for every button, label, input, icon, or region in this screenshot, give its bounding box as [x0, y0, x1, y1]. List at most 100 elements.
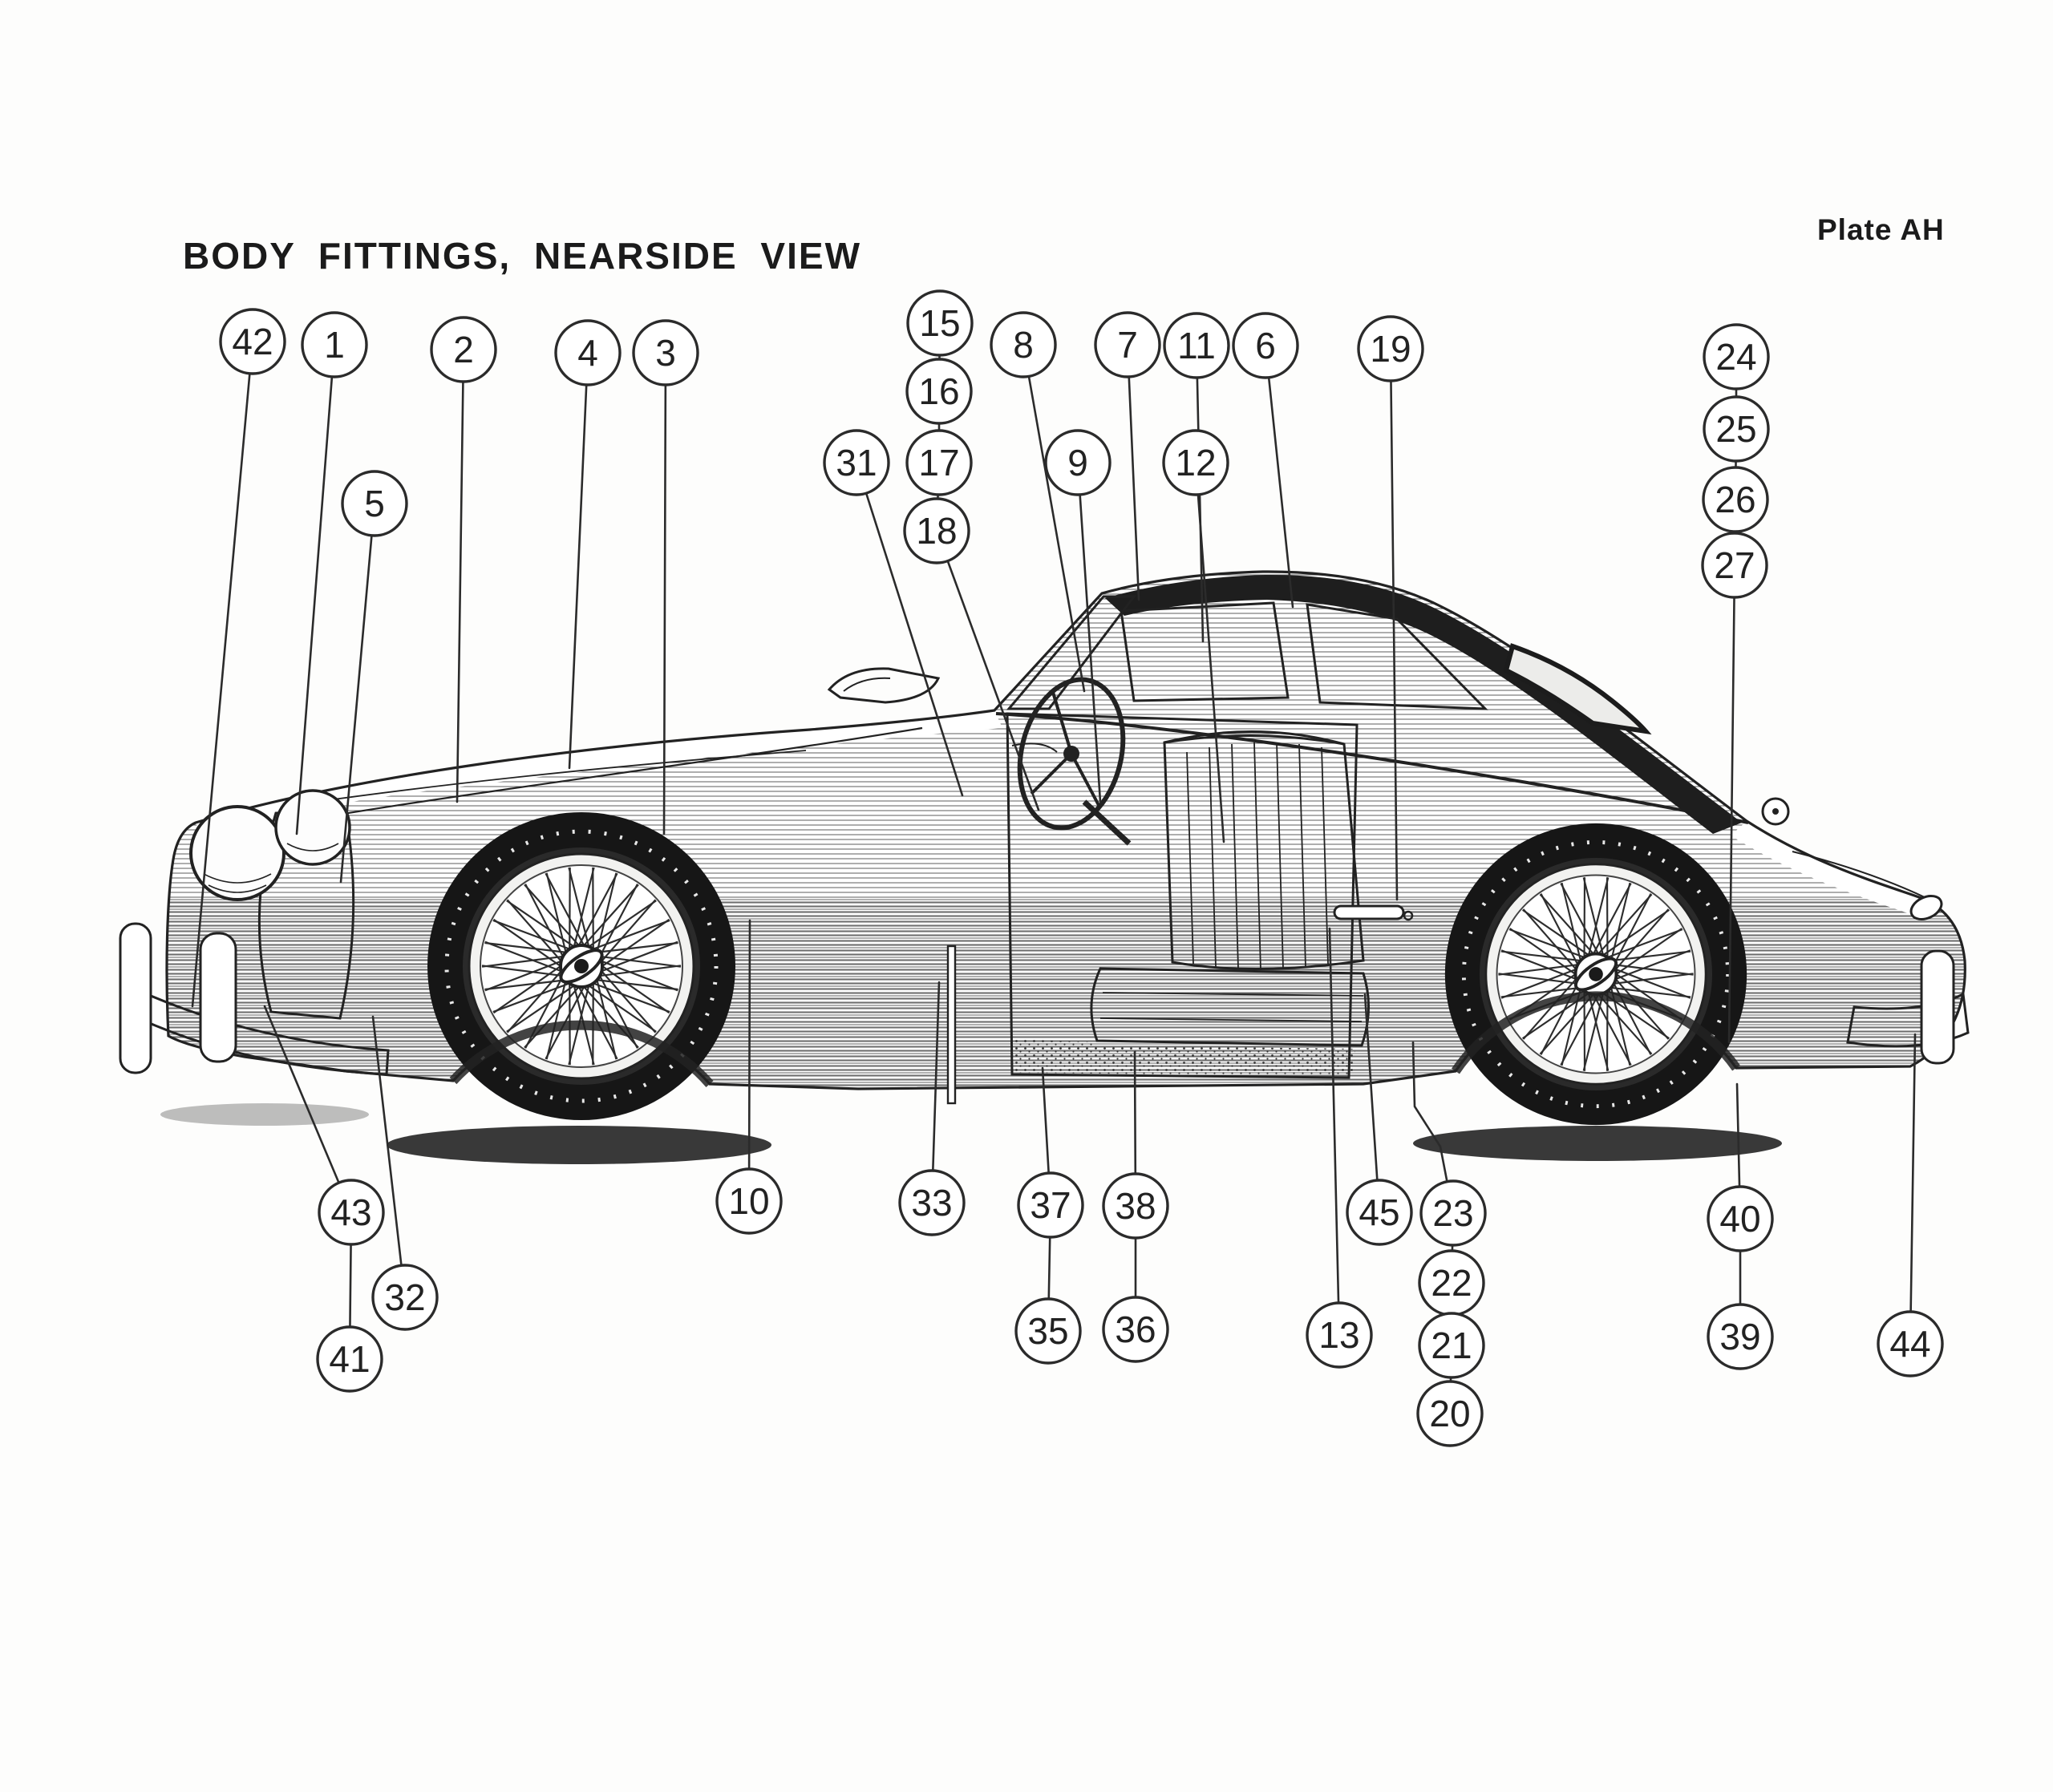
leader-line-31: [855, 461, 964, 797]
callout-number: 1: [324, 324, 345, 366]
front-wheel: [427, 812, 735, 1120]
door-keyhole: [1403, 910, 1414, 921]
callout-42: 42: [219, 308, 286, 375]
callout-39: 39: [1707, 1303, 1774, 1370]
door-window: [1120, 601, 1290, 702]
rear-arch-lip: [1452, 991, 1740, 1074]
quarter-window: [1306, 603, 1488, 710]
leader-line-4: [568, 351, 589, 770]
rear-wheel-shadow: [1413, 1126, 1782, 1161]
callout-41: 41: [316, 1325, 383, 1393]
callout-number: 2: [453, 329, 474, 370]
leader-line-32: [371, 1015, 407, 1299]
tail-lamp: [1909, 894, 1943, 921]
callout-number: 8: [1013, 324, 1034, 366]
plate-label: Plate AH: [1817, 213, 1945, 246]
callout-22: 22: [1418, 1249, 1485, 1317]
leader-lines: [191, 322, 1917, 1415]
callout-number: 33: [911, 1182, 952, 1224]
leader-line-7: [1126, 343, 1140, 601]
leader-line-6: [1264, 344, 1294, 609]
callout-number: 21: [1431, 1325, 1472, 1366]
callout-23: 23: [1419, 1179, 1487, 1247]
callout-number: 25: [1715, 408, 1756, 450]
callout-number: 44: [1889, 1323, 1930, 1365]
dash-edge: [1011, 742, 1058, 753]
callout-number: 32: [384, 1276, 425, 1318]
callout-number: 35: [1027, 1310, 1068, 1352]
callout-19: 19: [1357, 315, 1424, 382]
callout-5: 5: [341, 470, 408, 537]
callout-number: 6: [1255, 325, 1276, 366]
callout-36: 36: [1102, 1296, 1169, 1363]
leader-line-23: [1411, 1041, 1455, 1215]
callout-number: 7: [1117, 324, 1138, 366]
leader-line-9: [1076, 461, 1102, 803]
leader-line-27: [1727, 564, 1736, 1044]
callout-18: 18: [903, 497, 970, 564]
leader-line-2: [456, 348, 465, 803]
interior-cutaway: [1006, 677, 1370, 1079]
body-trim-strip: [946, 945, 957, 1105]
callout-number: 27: [1714, 544, 1755, 586]
callout-number: 10: [728, 1180, 769, 1222]
front-bumper-shadow: [160, 1103, 369, 1126]
callout-number: 39: [1719, 1316, 1760, 1357]
callout-8: 8: [990, 311, 1057, 378]
callout-number: 12: [1175, 442, 1216, 483]
callout-number: 9: [1067, 442, 1088, 483]
front-overrider: [199, 932, 237, 1063]
rear-bumper: [1846, 992, 1970, 1048]
boot-line: [1792, 851, 1927, 899]
callout-number: 37: [1030, 1184, 1071, 1226]
callout-number: 26: [1715, 479, 1755, 520]
scuttle-vent: [827, 667, 941, 704]
leader-line-18: [935, 529, 1040, 811]
callout-10: 10: [715, 1167, 783, 1235]
callout-number: 17: [918, 442, 959, 483]
callout-number: 15: [919, 302, 960, 344]
leader-line-44: [1909, 1033, 1917, 1345]
seat-cushion: [1090, 967, 1370, 1047]
steering-column: [1082, 799, 1132, 846]
door-handle: [1333, 904, 1405, 920]
rear-window: [1503, 643, 1652, 735]
wing-crease-line: [293, 750, 807, 806]
callout-number: 36: [1115, 1309, 1156, 1350]
callout-27: 27: [1701, 532, 1768, 599]
callout-number: 20: [1429, 1393, 1470, 1434]
callout-38: 38: [1102, 1172, 1169, 1240]
callout-2: 2: [430, 316, 497, 383]
headlamp: [189, 805, 285, 901]
sidelamp: [274, 789, 351, 866]
rear-wheel: [1444, 823, 1747, 1126]
callout-number: 3: [655, 332, 676, 374]
callout-6: 6: [1232, 312, 1299, 379]
callout-24: 24: [1703, 323, 1770, 390]
callout-number: 11: [1177, 325, 1216, 366]
callout-1: 1: [301, 311, 368, 378]
callout-43: 43: [318, 1179, 385, 1246]
callout-31: 31: [823, 429, 890, 496]
callout-26: 26: [1702, 466, 1769, 533]
wire-spokes: [1498, 877, 1694, 1071]
leader-line-33: [930, 981, 941, 1204]
page-title: BODY FITTINGS, NEARSIDE VIEW: [183, 235, 861, 277]
callout-number: 16: [918, 370, 959, 412]
callout-number: 24: [1715, 336, 1756, 378]
callout-4: 4: [554, 319, 622, 386]
leader-line-42: [191, 340, 254, 1008]
front-arch-lip: [449, 1020, 714, 1087]
callout-number: 31: [836, 442, 877, 483]
callout-7: 7: [1094, 311, 1161, 378]
leader-line-5: [339, 502, 376, 884]
callout-number: 19: [1370, 328, 1411, 370]
callout-number: 40: [1719, 1198, 1760, 1240]
car-illustration: [119, 570, 1970, 1164]
leader-line-19: [1389, 347, 1399, 901]
callout-number: 18: [916, 510, 957, 552]
callout-number: 42: [232, 321, 273, 362]
callout-number: 43: [330, 1191, 371, 1233]
